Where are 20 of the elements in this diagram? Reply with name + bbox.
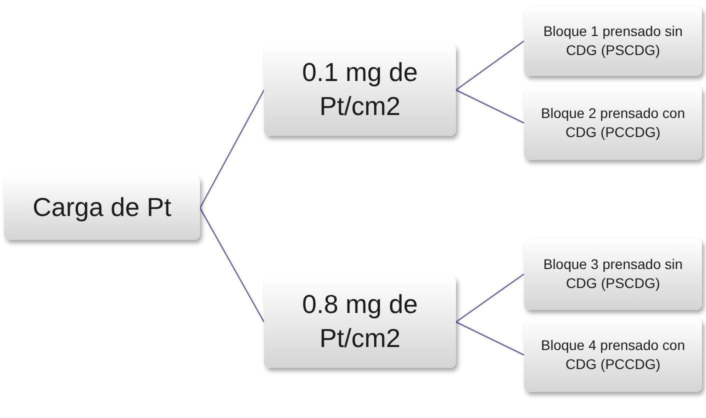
node-label: Bloque 2 prensado con CDG (PCCDG) — [540, 104, 686, 142]
connector-line — [456, 40, 524, 91]
connector-line — [456, 321, 524, 356]
node-label: 0.1 mg de Pt/cm2 — [301, 56, 419, 123]
node-label: 0.8 mg de Pt/cm2 — [301, 288, 419, 355]
node-box — [524, 238, 702, 310]
node-label: Bloque 3 prensado sin CDG (PSCDG) — [542, 255, 684, 293]
node-label: Bloque 4 prensado con CDG (PCCDG) — [540, 336, 686, 374]
connector-line — [199, 90, 265, 208]
node-box — [264, 44, 456, 136]
node-box — [264, 276, 456, 368]
node-label: Bloque 1 prensado sin CDG (PSCDG) — [542, 22, 684, 60]
node-box — [524, 6, 702, 76]
node-box — [4, 176, 200, 240]
node-label: Carga de Pt — [32, 191, 172, 224]
node-box — [524, 86, 702, 160]
node-box — [524, 318, 702, 392]
connector-line — [199, 208, 265, 322]
connector-line — [456, 273, 524, 323]
connector-line — [456, 89, 524, 124]
